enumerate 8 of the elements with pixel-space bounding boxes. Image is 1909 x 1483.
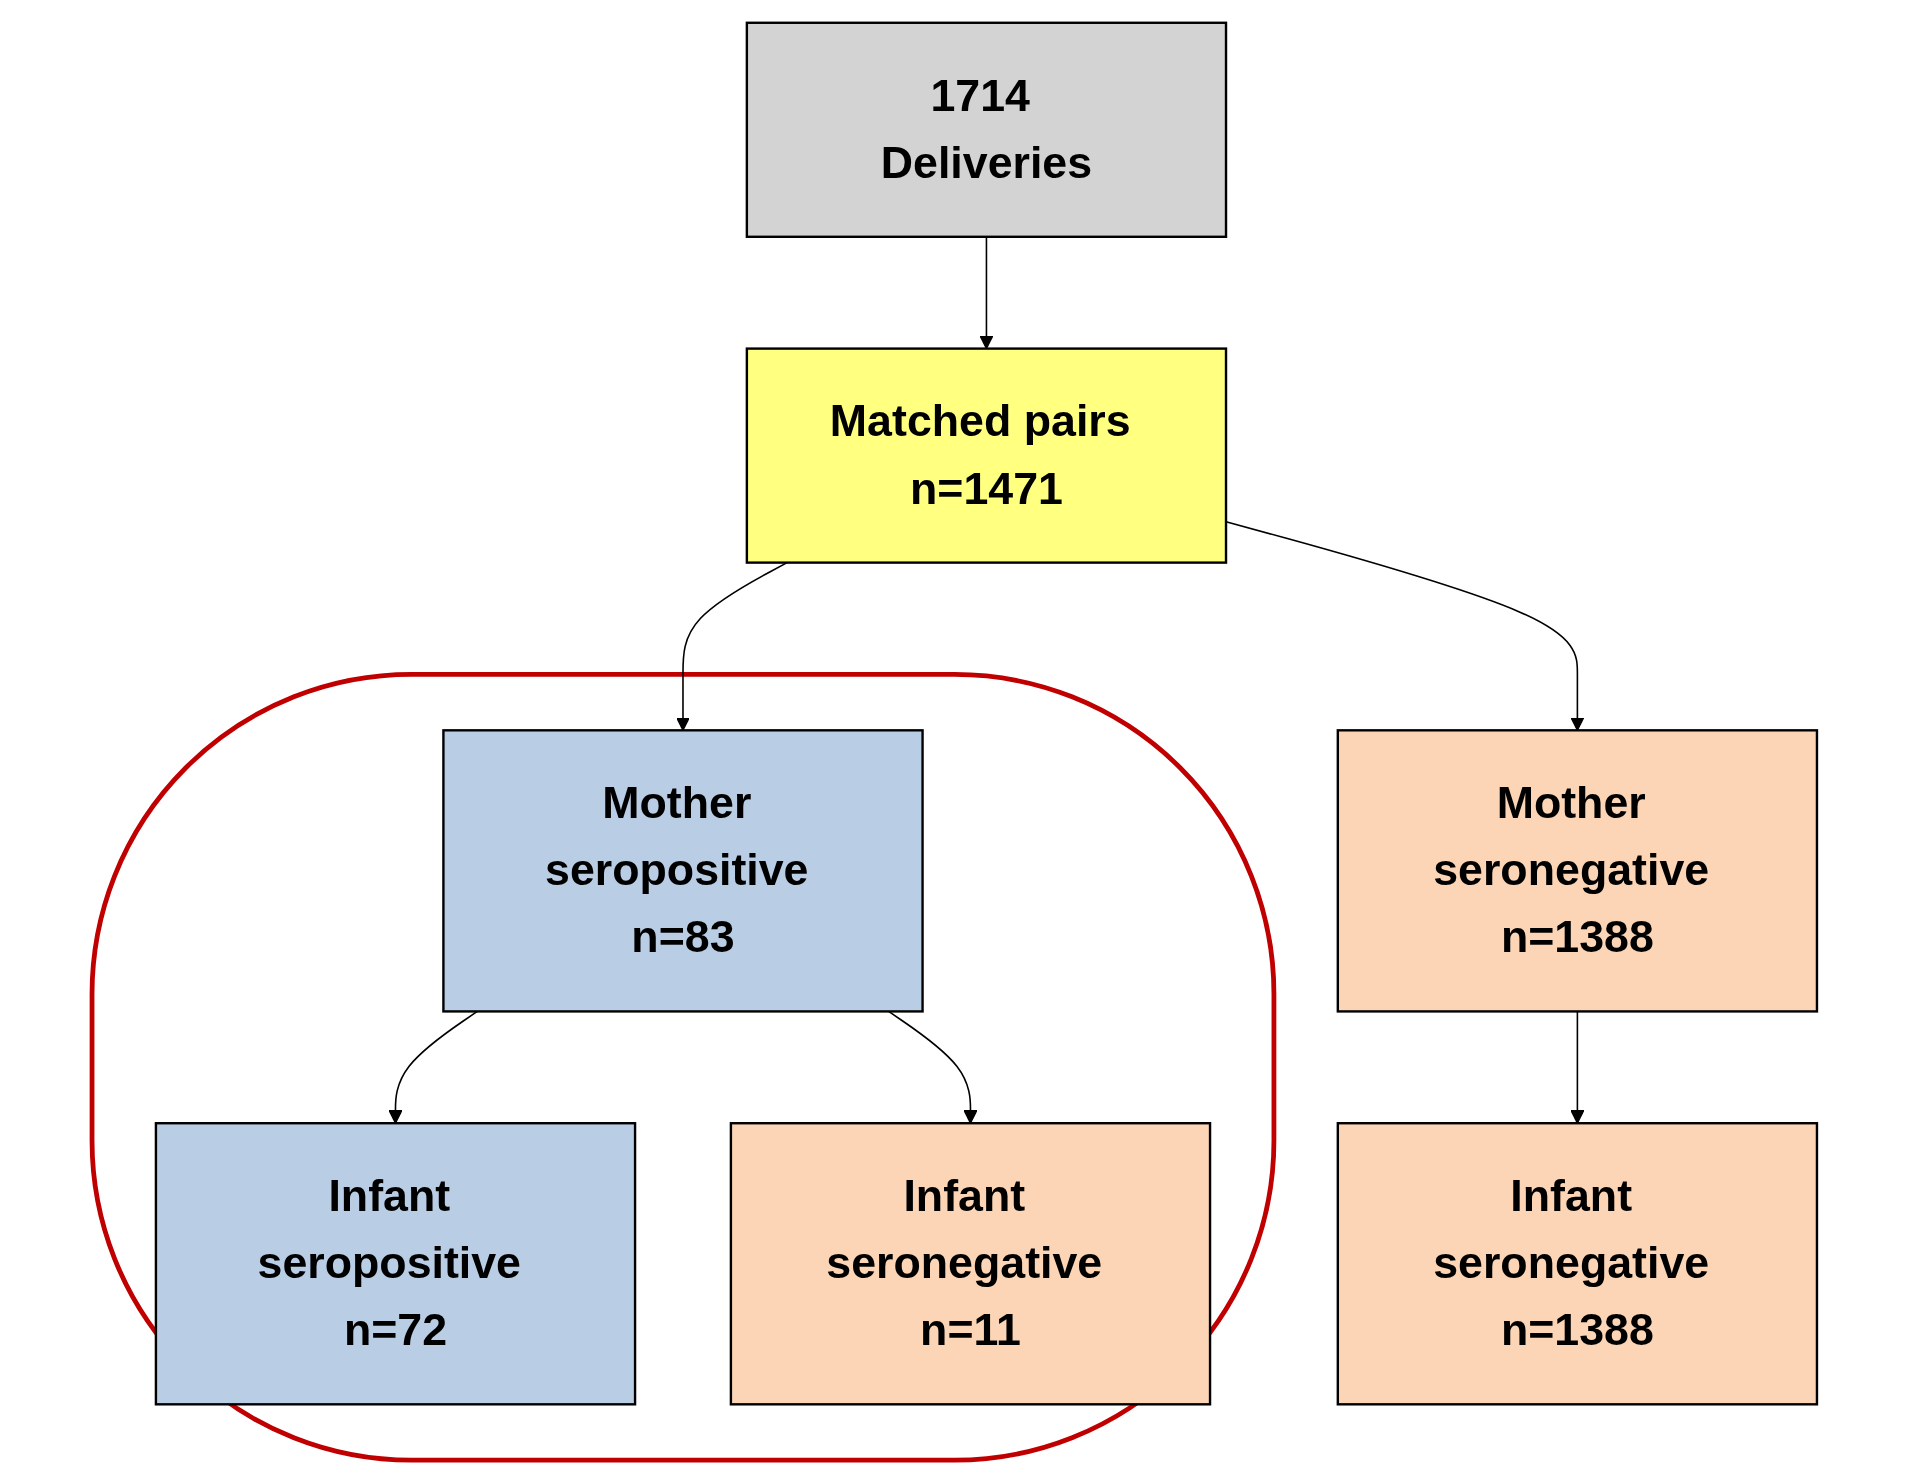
node-box: Infant seronegative n=11 (729, 1122, 1212, 1406)
node-box: Mother seropositive n=83 (442, 729, 924, 1013)
node-box: Infant seropositive n=72 (154, 1122, 637, 1406)
node-box: Infant seronegative n=1388 (1336, 1122, 1819, 1406)
node-box: Matched pairs n=1471 (745, 347, 1228, 564)
cluster (89, 672, 1277, 1463)
node-box: 1714 Deliveries (745, 21, 1228, 238)
node-box: Mother seronegative n=1388 (1336, 729, 1819, 1013)
